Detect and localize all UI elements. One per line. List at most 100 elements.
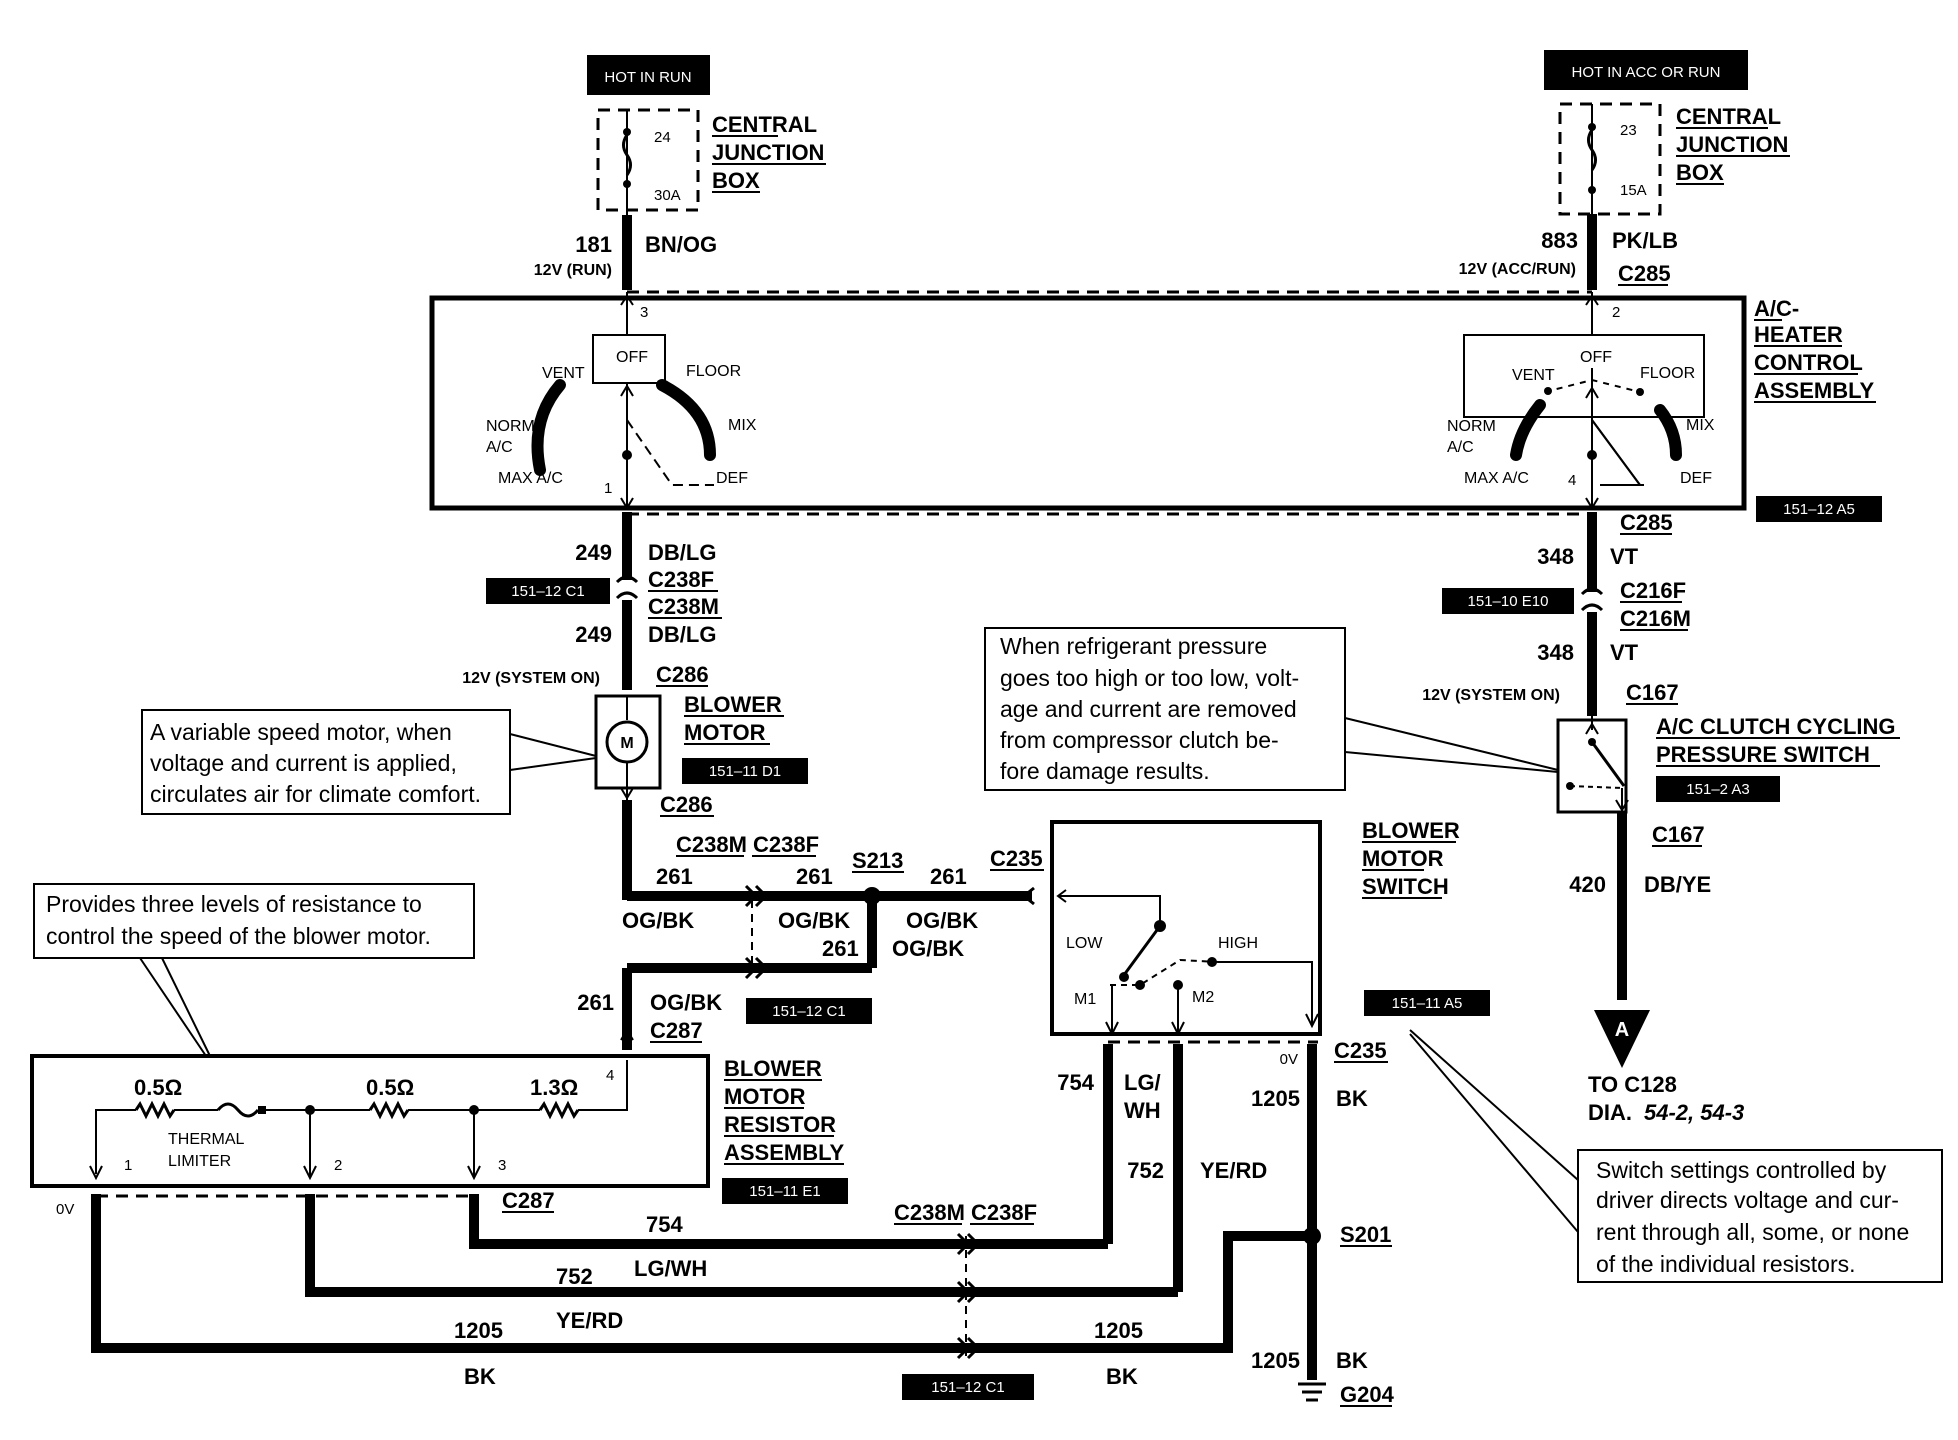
connector-c238f: C238F (648, 567, 714, 592)
circuit-261-e: 261 (577, 990, 614, 1015)
connector-c287-top: C287 (650, 1018, 703, 1043)
resistor-box (30, 1054, 710, 1188)
right-maxac-label: MAX A/C (1464, 470, 1529, 487)
resistor-title-2: MOTOR (724, 1084, 806, 1109)
switch-m1-label: M1 (1074, 991, 1096, 1008)
splice-s201 (1303, 1227, 1321, 1245)
control-assembly-box (429, 295, 1747, 511)
color-lg-wh-bottom: LG/WH (634, 1256, 707, 1281)
note-switch-line2: driver directs voltage and cur- (1596, 1187, 1899, 1213)
left-power-source: HOT IN RUN 24 30A CENTRAL JUNCTION BOX 1… (534, 55, 826, 290)
right-cjb-line1: CENTRAL (1676, 104, 1781, 129)
note-switch-line3: rent through all, some, or none (1596, 1219, 1909, 1245)
resistor-pin-4: 4 (606, 1067, 614, 1084)
left-norm-label: NORM (486, 418, 535, 435)
control-title-4: ASSEMBLY (1754, 378, 1875, 403)
circuit-348-top: 348 (1537, 544, 1574, 569)
switch-ref-badge (1364, 990, 1490, 1016)
dia-pages: 54-2, 54-3 (1644, 1100, 1744, 1125)
right-mix-label: MIX (1686, 417, 1715, 434)
pressure-ref-text: 151–2 A3 (1686, 781, 1749, 798)
left-fuse-icon (622, 134, 632, 176)
motor-ref-badge (682, 758, 808, 784)
note-pressure-line3: age and current are removed (1000, 696, 1297, 722)
hot-in-acc-banner (1544, 50, 1748, 90)
circuit-420: 420 (1569, 872, 1606, 897)
voltage-12v-run: 12V (RUN) (534, 262, 612, 279)
right-mode-selector: 2 OFF VENT FLOOR NORM A/C MIX MAX A/C DE… (1447, 292, 1715, 510)
connector-c216m: C216M (1620, 606, 1691, 631)
circuit-1205-ground: 1205 (1251, 1348, 1300, 1373)
color-bk-right: BK (1336, 1086, 1368, 1111)
left-cjb-line1: CENTRAL (712, 112, 817, 137)
blower-switch-title-1: BLOWER (1362, 818, 1460, 843)
right-fuse-icon (1587, 129, 1597, 171)
circuit-181: 181 (575, 232, 612, 257)
note-switch-line4: of the individual resistors. (1596, 1251, 1856, 1277)
right-fuse-number: 23 (1620, 122, 1637, 139)
blower-switch-box (1050, 820, 1322, 1036)
color-og-bk-4: OG/BK (892, 936, 964, 961)
resistor-value-1: 0.5Ω (134, 1075, 182, 1100)
resistor-pin-2: 2 (334, 1157, 342, 1174)
left-fuse-number: 24 (654, 129, 671, 146)
control-title-2: HEATER (1754, 322, 1843, 347)
connector-c167-top: C167 (1626, 680, 1679, 705)
right-fuse-rating: 15A (1620, 182, 1647, 199)
blower-motor-title-2: MOTOR (684, 720, 766, 745)
dia-label: DIA. (1588, 1100, 1632, 1125)
arrow-letter: A (1615, 1019, 1629, 1041)
color-vt-top: VT (1610, 544, 1639, 569)
left-ref-text: 151–12 C1 (511, 583, 584, 600)
hot-in-run-banner (587, 55, 710, 95)
hot-in-acc-text: HOT IN ACC OR RUN (1572, 64, 1721, 81)
color-lg-label: LG/ (1124, 1070, 1161, 1095)
left-cjb-line3: BOX (712, 168, 760, 193)
note-motor-line3: circulates air for climate comfort. (150, 781, 481, 807)
control-ref-badge (1756, 496, 1882, 522)
blower-switch-title-3: SWITCH (1362, 874, 1449, 899)
motor-ref-text: 151–11 D1 (709, 763, 781, 780)
left-fuse-box (596, 108, 700, 212)
left-maxac-label: MAX A/C (498, 470, 563, 487)
circuit-1205-bottom-a: 1205 (454, 1318, 503, 1343)
splice-s213-label: S213 (852, 848, 903, 873)
voltage-system-on-right: 12V (SYSTEM ON) (1422, 687, 1560, 704)
resistor-ref-badge (722, 1178, 848, 1204)
resistor-pin-1: 1 (124, 1157, 132, 1174)
pressure-switch-box (1556, 718, 1628, 814)
right-pin-2: 2 (1612, 304, 1620, 321)
note-motor-line2: voltage and current is applied, (150, 750, 457, 776)
resistor-13-icon (538, 1100, 580, 1120)
right-ac-label: A/C (1447, 439, 1474, 456)
right-vent-label: VENT (1512, 367, 1555, 384)
control-assembly: A/C- HEATER CONTROL ASSEMBLY 151–12 A5 3… (429, 292, 1882, 522)
note-switch: Switch settings controlled by driver dir… (1409, 1029, 1943, 1283)
circuit-1205-bottom-b: 1205 (1094, 1318, 1143, 1343)
color-og-bk-1: OG/BK (622, 908, 694, 933)
circuit-754-bottom: 754 (646, 1212, 683, 1237)
color-og-bk-5: OG/BK (650, 990, 722, 1015)
note-switch-line1: Switch settings controlled by (1596, 1157, 1887, 1183)
control-title-1: A/C- (1754, 296, 1799, 321)
circuit-261-b: 261 (796, 864, 833, 889)
right-power-source: HOT IN ACC OR RUN 23 15A CENTRAL JUNCTIO… (1459, 50, 1790, 290)
bottom-wiring: 754 LG/WH 752 YE/RD 1205 BK 1205 BK C238… (91, 1194, 1395, 1407)
resistor-05-a-icon (134, 1100, 176, 1120)
blower-motor-title-1: BLOWER (684, 692, 782, 717)
note-pressure-line5: fore damage results. (1000, 758, 1210, 784)
note-motor-line1: A variable speed motor, when (150, 719, 452, 745)
left-ref-badge (486, 578, 610, 604)
bottom-ref-text: 151–12 C1 (931, 1379, 1004, 1396)
resistor-05-b-icon (368, 1100, 410, 1120)
color-vt-bottom: VT (1610, 640, 1639, 665)
connector-c286-top: C286 (656, 662, 709, 687)
right-pin-4: 4 (1568, 472, 1576, 489)
left-cjb-line2: JUNCTION (712, 140, 824, 165)
right-cjb-line3: BOX (1676, 160, 1724, 185)
color-bk-bottom-b: BK (1106, 1364, 1138, 1389)
circuit-754-right: 754 (1057, 1070, 1094, 1095)
right-off-label: OFF (1580, 349, 1612, 366)
circuit-261-c: 261 (930, 864, 967, 889)
pressure-switch-title-2: PRESSURE SWITCH (1656, 742, 1870, 767)
